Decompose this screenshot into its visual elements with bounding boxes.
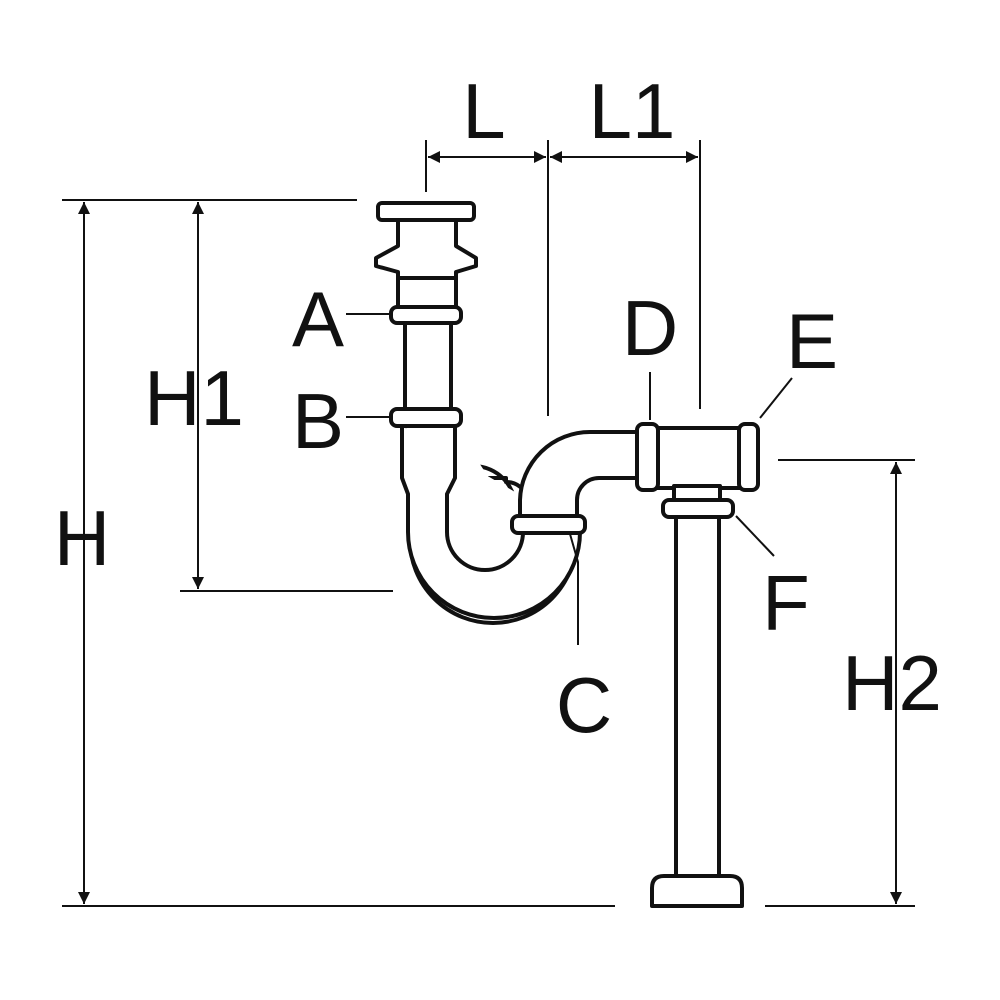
tee-fitting [635, 422, 760, 519]
ring-a [389, 305, 463, 325]
dimension-labels: H H1 H2 L L1 [54, 67, 942, 727]
label-h2: H2 [842, 639, 942, 727]
floor-flange [650, 874, 744, 908]
label-h: H [54, 494, 110, 582]
label-part-a: A [292, 275, 344, 363]
ring-b [389, 407, 463, 428]
outlet-pipe [650, 513, 744, 908]
extension-lines [62, 140, 915, 907]
label-part-b: B [292, 377, 344, 465]
drain-cap [376, 201, 476, 222]
part-labels: A B C D E F [292, 275, 838, 749]
tailpiece [374, 201, 478, 412]
label-part-c: C [556, 661, 612, 749]
label-part-d: D [622, 284, 678, 372]
ring-c [510, 514, 587, 535]
label-l: L [462, 67, 505, 155]
label-part-f: F [762, 559, 810, 647]
label-h1: H1 [144, 354, 244, 442]
ring-e [737, 422, 760, 492]
label-l1: L1 [589, 67, 676, 155]
ring-f [661, 498, 735, 519]
dimension-arrows [78, 151, 902, 904]
ring-d [635, 422, 660, 492]
trap-body [400, 426, 642, 625]
label-part-e: E [786, 297, 838, 385]
leader-lines [346, 313, 793, 645]
drain-body [374, 218, 478, 280]
joint-rings [389, 305, 587, 535]
